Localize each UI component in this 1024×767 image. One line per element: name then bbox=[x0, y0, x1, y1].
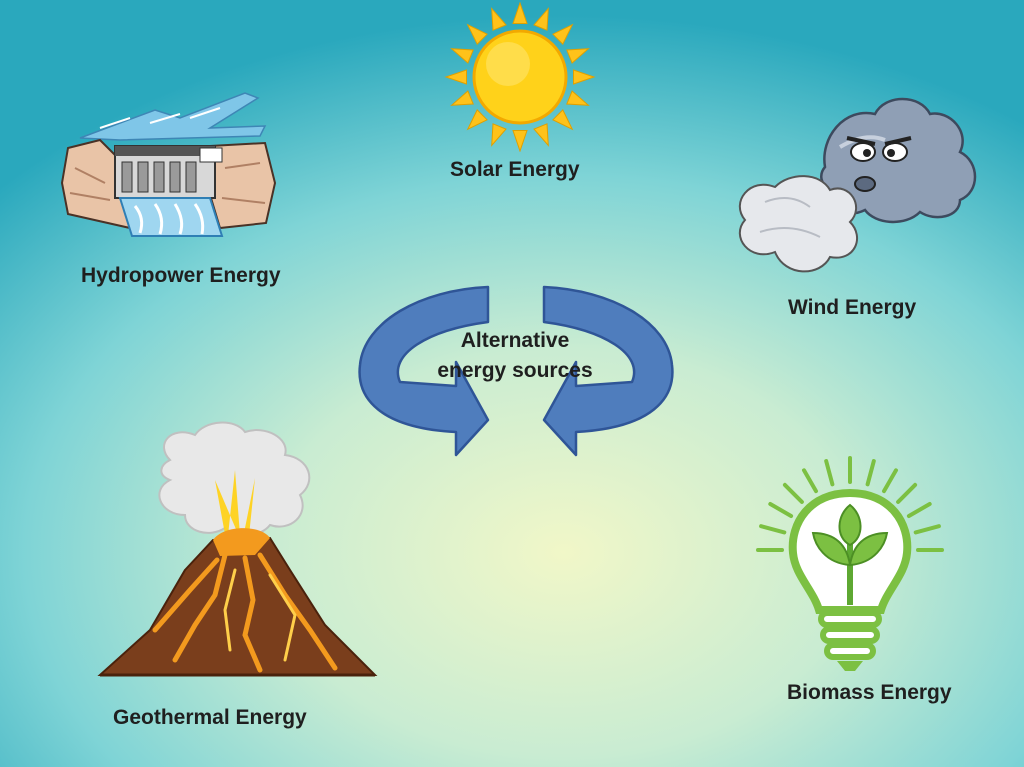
bulb-ray bbox=[802, 468, 818, 494]
sun-ray bbox=[552, 109, 574, 131]
center-title-line2: energy sources bbox=[437, 359, 593, 382]
bulb-ray bbox=[759, 524, 787, 535]
wind-energy-label: Wind Energy bbox=[788, 296, 917, 319]
bulb-ray bbox=[882, 468, 898, 494]
geothermal-energy-label: Geothermal Energy bbox=[113, 706, 307, 729]
volcano-icon bbox=[97, 421, 378, 677]
sun-ray bbox=[450, 90, 474, 106]
bulb-ray bbox=[913, 524, 941, 535]
solar-energy-label: Solar Energy bbox=[450, 158, 580, 181]
bulb-ray bbox=[768, 502, 794, 518]
sun-ray bbox=[466, 109, 488, 131]
bulb-ray bbox=[865, 459, 876, 487]
sun-icon bbox=[444, 2, 596, 152]
cycle-arrows bbox=[358, 285, 674, 457]
lightbulb-leaf-icon bbox=[756, 456, 944, 671]
left-cycle-arrow bbox=[358, 285, 490, 457]
sun-ray bbox=[491, 7, 507, 31]
dam-icon bbox=[60, 92, 277, 237]
sun-ray bbox=[450, 48, 474, 64]
sun-ray bbox=[466, 23, 488, 45]
wind-cloud-icon bbox=[738, 97, 977, 273]
sun-ray bbox=[444, 69, 467, 85]
sun-ray bbox=[491, 123, 507, 147]
sun-ray bbox=[533, 123, 549, 147]
right-cycle-arrow bbox=[542, 285, 674, 457]
bulb-ray bbox=[782, 482, 804, 504]
sun-ray bbox=[512, 2, 528, 24]
sun-ray bbox=[566, 48, 590, 64]
sun-ray bbox=[573, 69, 596, 85]
sun-ray bbox=[552, 23, 574, 45]
sun-ray bbox=[566, 90, 590, 106]
bulb-ray bbox=[896, 482, 918, 504]
hydropower-energy-label: Hydropower Energy bbox=[81, 264, 281, 287]
sun-ray bbox=[533, 7, 549, 31]
biomass-energy-label: Biomass Energy bbox=[787, 681, 952, 704]
bulb-ray bbox=[824, 459, 835, 487]
center-title: Alternative energy sources bbox=[400, 326, 630, 386]
bulb-ray bbox=[906, 502, 932, 518]
center-title-line1: Alternative bbox=[460, 329, 570, 352]
sun-ray bbox=[512, 130, 528, 152]
